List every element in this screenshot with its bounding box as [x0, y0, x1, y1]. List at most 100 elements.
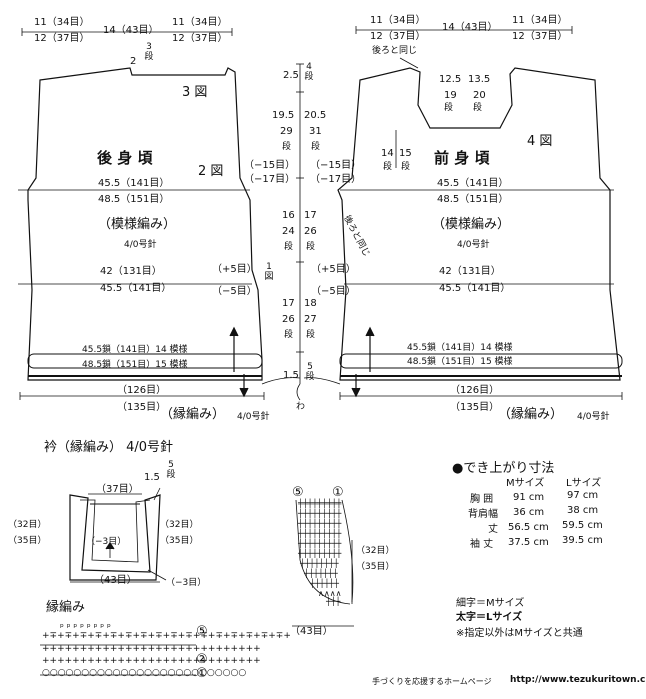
back-chain-m: 45.5鎖（141目）14 模様	[82, 345, 188, 355]
sizes-m-shoulder: 36 cm	[513, 507, 545, 518]
front-width2-m: 42（131目）	[439, 266, 501, 277]
center-low-r-2: 27	[304, 314, 317, 325]
collar-rows-unit: 5段	[166, 460, 176, 480]
back-width1-l: 48.5（151目）	[98, 194, 170, 205]
back-bottom-m: （126目）	[117, 385, 167, 396]
back-top-right-l: 12（37目）	[172, 33, 228, 44]
back-body-outline	[27, 67, 263, 381]
sizes-l-sleeve: 39.5 cm	[562, 535, 603, 546]
front-width1-m: 45.5（141目）	[437, 178, 509, 189]
back-shoulder-unit: 3段	[144, 42, 154, 62]
front-side-rows-b-2: 段	[401, 162, 411, 172]
front-chain-l: 48.5鎖（151目）15 模様	[407, 357, 513, 367]
edging-chart	[40, 644, 196, 676]
back-title: 後 身 頃	[97, 149, 153, 167]
collar-rows-val: 1.5	[144, 472, 160, 483]
svg-text:┼┼┼: ┼┼┼	[325, 596, 341, 606]
center-low-l-1: 17	[282, 298, 295, 309]
note-thin: 細字＝Mサイズ	[456, 598, 525, 609]
back-edge-needle: 4/0号針	[237, 412, 270, 422]
back-width1-m: 45.5（141目）	[98, 178, 170, 189]
front-pattern: （模様編み）	[432, 217, 511, 232]
front-top-left-m: 11（34目）	[370, 15, 426, 26]
svg-text:+++++++++++++++++++++++++++++: +++++++++++++++++++++++++++++	[42, 656, 261, 666]
collar-right-m: （32目）	[160, 520, 199, 530]
front-edge-label: （縁編み）	[498, 407, 564, 422]
front-side-rows-a-1: 14	[381, 148, 394, 159]
front-bottom-l: （135目）	[450, 402, 500, 413]
center-low-r-3: 段	[306, 330, 316, 340]
svg-text:ᵖ ᵖ ᵖ ᵖ ᵖ ᵖ ᵖ ᵖ: ᵖ ᵖ ᵖ ᵖ ᵖ ᵖ ᵖ ᵖ	[60, 623, 111, 633]
center-armhole-r-3: 段	[311, 142, 321, 152]
center-dec-l-m: （−15目）	[244, 160, 296, 171]
back-top-left-m: 11（34目）	[34, 17, 90, 28]
center-low-l-3: 段	[284, 330, 294, 340]
sizes-l-length: 59.5 cm	[562, 520, 603, 531]
front-top-right-l: 12（37目）	[512, 31, 568, 42]
svg-text:┼┼┼┼┼┼┼┼: ┼┼┼┼┼┼┼┼	[299, 558, 339, 568]
back-needle: 4/0号針	[124, 240, 157, 250]
center-top: 2.5	[283, 70, 299, 81]
footer-url[interactable]: http://www.tezukuritown.c	[510, 675, 646, 685]
center-top-rows: 4段	[304, 62, 314, 82]
center-fig1: 1 図	[264, 262, 274, 282]
center-plus5: （+5目）	[311, 264, 356, 275]
center-dec-r-l: （−17目）	[310, 174, 362, 185]
back-width2-m: 42（131目）	[100, 266, 162, 277]
corner-side-m: （32目）	[356, 546, 395, 556]
center-low-r-1: 18	[304, 298, 317, 309]
corner-chart	[292, 499, 354, 627]
collar-outer: （−3目）	[166, 578, 207, 588]
sizes-title: ●でき上がり寸法	[452, 461, 555, 476]
front-bottom-m: （126目）	[450, 385, 500, 396]
center-mid-l-3: 段	[284, 242, 294, 252]
collar-inner: （−3目）	[86, 537, 127, 547]
center-mid-r-3: 段	[306, 242, 316, 252]
note-common: ※指定以外はMサイズと共通	[456, 628, 583, 639]
front-top-left-l: 12（37目）	[370, 31, 426, 42]
svg-text:┼┼┼┼┼┼┼┼┼: ┼┼┼┼┼┼┼┼┼	[297, 538, 342, 548]
corner-bottom: （43目）	[290, 626, 333, 637]
front-body-outline	[337, 67, 621, 381]
sizes-label-sleeve: 袖 丈	[470, 539, 494, 550]
front-edge-needle: 4/0号針	[577, 412, 610, 422]
sizes-label-length: 丈	[488, 524, 498, 535]
collar-outline	[69, 494, 161, 581]
collar-top: （37目）	[96, 484, 139, 495]
front-neck-left-2: 19	[444, 90, 457, 101]
corner-stitches: ╪╪╪╪╪╪╪╪╪ ┼┼┼┼┼┼┼┼┼ ┼┼┼┼┼┼┼┼┼ ┼┼┼┼┼┼┼┼┼ …	[297, 498, 342, 606]
center-edge: 1.5	[283, 370, 299, 381]
corner-row1: ①	[332, 485, 344, 500]
collar-bottom: （43目）	[94, 575, 137, 586]
front-neck-left-1: 12.5	[439, 74, 462, 85]
sizes-label-chest: 胸 囲	[470, 494, 494, 505]
front-same-as-back: 後ろと同じ	[372, 46, 418, 56]
front-top-right-m: 11（34目）	[512, 15, 568, 26]
center-mid-r-2: 26	[304, 226, 317, 237]
back-width2-l: 45.5（141目）	[100, 283, 172, 294]
collar-left-m: （32目）	[8, 520, 47, 530]
front-chain-m: 45.5鎖（141目）14 模様	[407, 343, 513, 353]
front-width2-l: 45.5（141目）	[439, 283, 511, 294]
front-neck-right-2: 20	[473, 90, 486, 101]
center-wa: わ	[296, 402, 306, 412]
sizes-header-m: Mサイズ	[506, 478, 545, 489]
sizes-m-length: 56.5 cm	[508, 522, 549, 533]
back-top-left-l: 12（37目）	[34, 33, 90, 44]
front-top-mid: 14（43目）	[442, 22, 498, 33]
svg-text:∧∧∧∧: ∧∧∧∧	[318, 589, 341, 598]
back-top-mid: 14（43目）	[103, 25, 159, 36]
sizes-label-shoulder: 背肩幅	[468, 509, 498, 520]
svg-text:┼┼┼┼┼┼┼┼┼: ┼┼┼┼┼┼┼┼┼	[297, 528, 342, 538]
back-edge-label: （縁編み）	[160, 407, 226, 422]
center-armhole-l-2: 29	[280, 126, 293, 137]
center-armhole-l-1: 19.5	[272, 110, 295, 121]
svg-text:┼┼┼┼┼┼┼┼┼: ┼┼┼┼┼┼┼┼┼	[297, 548, 342, 558]
edging-row1: ①	[196, 666, 208, 681]
collar-title: 衿（縁編み） 4/0号針	[44, 440, 174, 455]
back-plus5: （+5目）	[212, 264, 257, 275]
center-edge-rows: 5段	[305, 362, 315, 382]
edging-row2: ②	[196, 652, 208, 667]
